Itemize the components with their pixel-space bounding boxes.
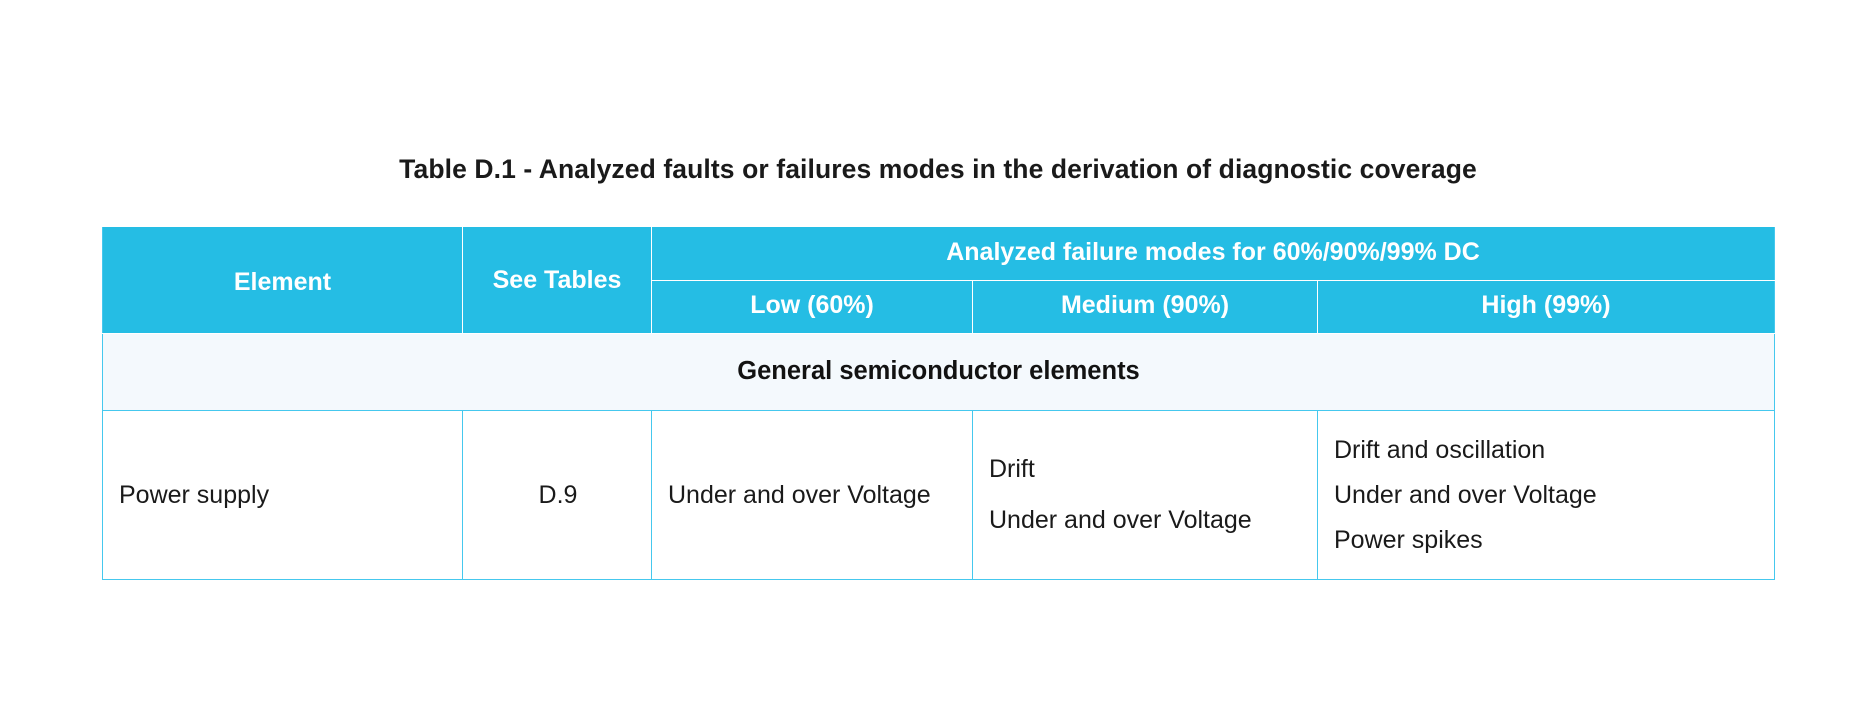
medium-mode-list: Drift Under and over Voltage — [989, 454, 1303, 536]
table-container: Element See Tables Analyzed failure mode… — [102, 226, 1776, 580]
header-row-primary: Element See Tables Analyzed failure mode… — [102, 226, 1775, 334]
high-mode-item: Under and over Voltage — [1334, 480, 1597, 509]
high-mode-list: Drift and oscillation Under and over Vol… — [1334, 435, 1760, 556]
cell-low-failure-modes: Under and over Voltage — [651, 410, 973, 580]
cell-see-tables: D.9 — [462, 410, 652, 580]
diagnostic-coverage-table: Element See Tables Analyzed failure mode… — [102, 226, 1776, 580]
table-body: General semiconductor elements Power sup… — [102, 333, 1775, 580]
high-mode-item: Drift and oscillation — [1334, 435, 1546, 464]
cell-high-failure-modes: Drift and oscillation Under and over Vol… — [1316, 410, 1775, 580]
column-header-low: Low (60%) — [651, 279, 973, 334]
cell-medium-failure-modes: Drift Under and over Voltage — [972, 410, 1318, 580]
column-header-medium: Medium (90%) — [972, 279, 1318, 334]
cell-element-power-supply: Power supply — [102, 410, 463, 580]
section-header-row: General semiconductor elements — [102, 333, 1775, 411]
high-mode-item: Power spikes — [1334, 525, 1483, 554]
column-header-element: Element — [102, 226, 463, 334]
column-header-high: High (99%) — [1316, 279, 1775, 334]
section-title-text: General semiconductor elements — [737, 357, 1140, 385]
header-row-secondary: Low (60%) Medium (90%) High (99%) — [103, 279, 1775, 334]
table-header: Element See Tables Analyzed failure mode… — [102, 226, 1775, 334]
low-mode-list: Under and over Voltage — [668, 480, 958, 511]
column-header-see-tables: See Tables — [462, 226, 652, 334]
medium-mode-item: Under and over Voltage — [989, 506, 1252, 534]
table-row: Power supply D.9 Under and over Voltage … — [102, 410, 1775, 580]
medium-mode-item: Drift — [989, 455, 1035, 483]
table-caption: Table D.1 - Analyzed faults or failures … — [399, 154, 1477, 184]
column-header-analyzed-failure-modes: Analyzed failure modes for 60%/90%/99% D… — [650, 226, 1775, 281]
low-mode-item: Under and over Voltage — [668, 480, 931, 509]
section-title-general-semiconductor-elements: General semiconductor elements — [102, 333, 1775, 411]
